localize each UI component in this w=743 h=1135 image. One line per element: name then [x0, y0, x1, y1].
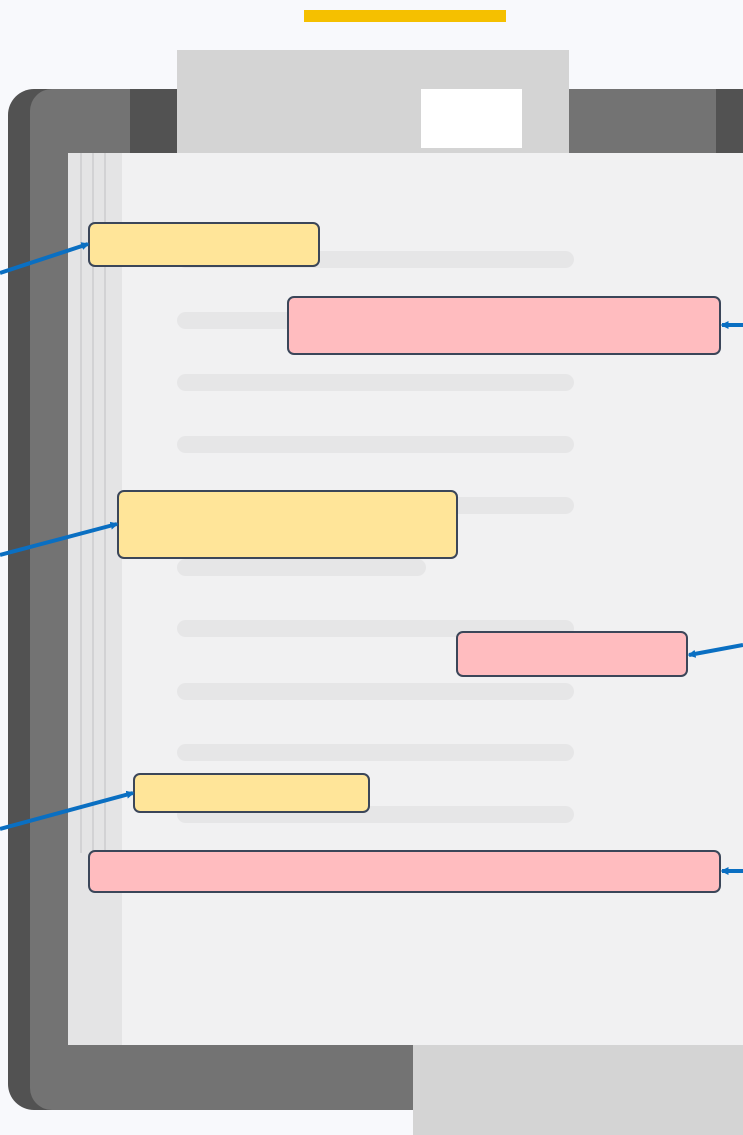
- callout-pink-2: [456, 631, 688, 677]
- margin-line: [104, 153, 106, 853]
- paper-margin: [68, 153, 122, 1045]
- margin-line: [80, 153, 82, 853]
- arrow-to-callout-yellow-3: [0, 790, 135, 831]
- placeholder-line: [177, 683, 574, 700]
- clip-shadow-right: [716, 89, 743, 153]
- clip-window: [421, 89, 522, 148]
- placeholder-line: [177, 374, 574, 391]
- callout-pink-3: [88, 850, 721, 893]
- placeholder-line: [177, 744, 574, 761]
- callout-yellow-2: [117, 490, 458, 559]
- placeholder-line: [177, 436, 574, 453]
- top-accent-bar: [304, 10, 506, 22]
- arrow-to-callout-yellow-2: [0, 521, 119, 557]
- arrow-to-callout-yellow-1: [0, 242, 90, 275]
- arrow-to-callout-pink-2: [687, 643, 743, 658]
- clipboard-bottom-block: [413, 1045, 743, 1135]
- callout-pink-1: [287, 296, 721, 355]
- placeholder-line: [177, 559, 426, 576]
- callout-yellow-3: [133, 773, 370, 813]
- clip-shadow-left: [130, 89, 178, 153]
- margin-line: [92, 153, 94, 853]
